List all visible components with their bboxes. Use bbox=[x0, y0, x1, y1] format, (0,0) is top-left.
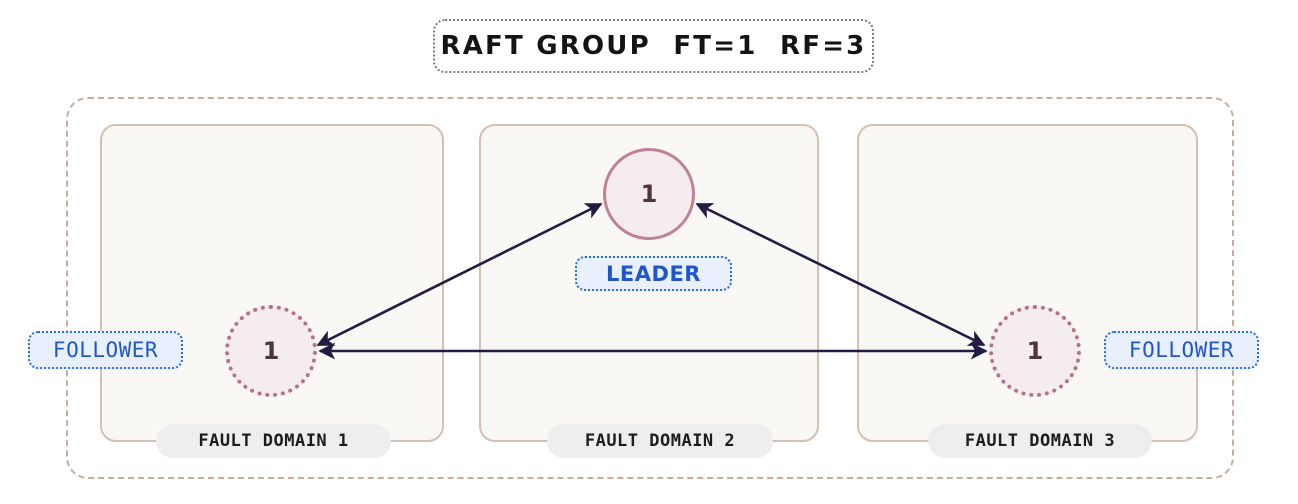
node-leader-label: 1 bbox=[640, 180, 658, 208]
node-follower-2-label: 1 bbox=[1026, 337, 1044, 365]
fault-domain-3-label: FAULT DOMAIN 3 bbox=[928, 424, 1152, 458]
role-badge-follower-2: FOLLOWER bbox=[1104, 331, 1259, 369]
page-title: RAFT GROUP FT=1 RF=3 bbox=[440, 31, 867, 61]
diagram-title-badge: RAFT GROUP FT=1 RF=3 bbox=[433, 19, 874, 73]
node-follower-1-label: 1 bbox=[262, 337, 280, 365]
node-leader[interactable]: 1 bbox=[603, 148, 695, 240]
raft-group-container bbox=[66, 97, 1234, 479]
node-follower-2[interactable]: 1 bbox=[989, 305, 1081, 397]
fault-domain-1-label: FAULT DOMAIN 1 bbox=[156, 424, 391, 458]
fault-domain-2-label: FAULT DOMAIN 2 bbox=[547, 424, 773, 458]
role-badge-leader: LEADER bbox=[575, 256, 732, 291]
role-badge-follower-1: FOLLOWER bbox=[28, 331, 183, 369]
node-follower-1[interactable]: 1 bbox=[225, 305, 317, 397]
